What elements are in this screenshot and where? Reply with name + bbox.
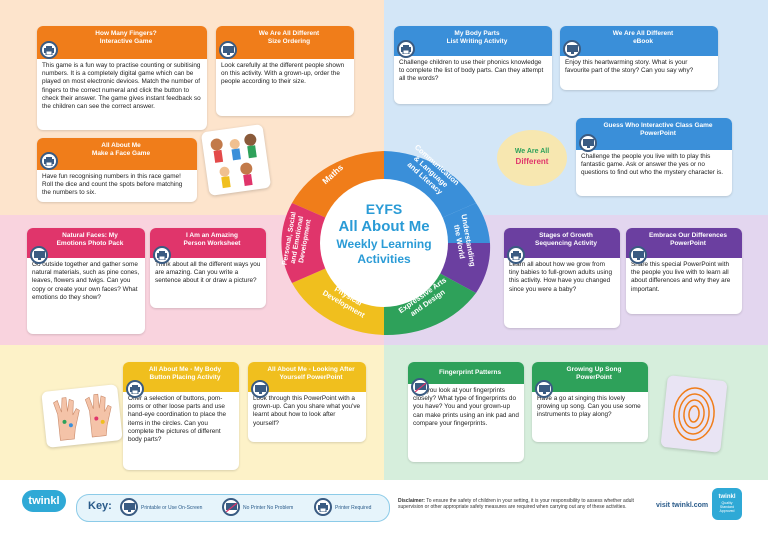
screen-icon [563,40,581,58]
card-title: Fingerprint Patterns [408,362,524,384]
screen-icon [535,380,553,398]
card-fingerprint-patterns[interactable]: Fingerprint Patterns Can you look at you… [408,362,524,462]
card-guess-who[interactable]: Guess Who Interactive Class Game PowerPo… [576,118,732,196]
no-printer-icon [411,378,429,396]
quality-badge-brand: twinkl [718,494,736,500]
no-printer-icon [222,498,240,516]
center-subtitle-1: Weekly Learning [336,237,432,251]
printable-icon [120,498,138,516]
card-title: We Are All Different eBook [560,26,718,56]
card-body: Challenge children to use their phonics … [399,59,544,83]
card-growing-up-song[interactable]: Growing Up Song PowerPoint Have a go at … [532,362,648,442]
printer-icon [314,498,332,516]
card-body: Share this special PowerPoint with the p… [631,261,731,293]
book-cover-thumbnail: We Are All Different [497,130,567,186]
card-body: Think about all the different ways you a… [155,261,261,285]
card-title: How Many Fingers? Interactive Game [37,26,207,59]
card-body: Can you look at your fingerprints closel… [413,387,519,427]
card-natural-faces[interactable]: Natural Faces: My Emotions Photo Pack Go… [27,228,145,334]
book-cover-title-2: Different [515,157,549,166]
card-embrace-differences[interactable]: Embrace Our Differences PowerPoint Share… [626,228,742,314]
body-button-thumbnail [41,384,123,448]
screen-icon [219,41,237,59]
card-looking-after-yourself[interactable]: All About Me - Looking After Yourself Po… [248,362,366,442]
center-title-eyfs: EYFS [365,201,403,217]
card-title: We Are All Different Size Ordering [216,26,354,59]
quality-badge: twinkl Quality Standard Approved [712,488,742,520]
center-subtitle-2: Activities [357,252,411,266]
printer-icon [397,40,415,58]
card-body-parts[interactable]: My Body Parts List Writing Activity Chal… [394,26,552,104]
book-cover-title-1: We Are All [514,148,550,155]
card-body: Enjoy this heartwarming story. What is y… [565,59,694,75]
printer-icon [126,380,144,398]
twinkl-logo[interactable]: twinkl [22,490,66,512]
card-body: Look carefully at the different people s… [221,62,345,86]
card-stages-of-growth[interactable]: Stages of Growth Sequencing Activity Lea… [504,228,620,328]
card-title: All About Me Make a Face Game [37,138,197,170]
quality-badge-text: Quality Standard Approved [719,501,735,513]
center-wheel [281,151,491,336]
card-body: Have a go at singing this lovely growing… [537,395,641,419]
card-body: This game is a fun way to practise count… [42,62,201,111]
card-title: My Body Parts List Writing Activity [394,26,552,56]
card-title: Guess Who Interactive Class Game PowerPo… [576,118,732,150]
worksheet-thumbnail [200,123,272,197]
card-ebook[interactable]: We Are All Different eBook Enjoy this he… [560,26,718,90]
screen-icon [579,134,597,152]
card-size-ordering[interactable]: We Are All Different Size Ordering Look … [216,26,354,116]
card-amazing-person[interactable]: I Am an Amazing Person Worksheet Think a… [150,228,266,308]
key-printable-label: Printable or Use On-Screen [141,505,203,511]
key-no-printer-label: No Printer No Problem [243,505,294,511]
card-body: Look through this PowerPoint with a grow… [253,395,361,427]
disclaimer-label: Disclaimer: [398,498,425,504]
screen-icon [629,246,647,264]
disclaimer: Disclaimer: To ensure the safety of chil… [398,498,648,510]
printer-icon [507,246,525,264]
card-body: Have fun recognising numbers in this rac… [42,173,183,197]
screen-icon [251,380,269,398]
card-body: Learn all about how we grow from tiny ba… [509,261,613,293]
website-link[interactable]: visit twinkl.com [656,502,709,509]
screen-icon [30,246,48,264]
key-printer-required-label: Printer Required [335,505,372,511]
card-button-placing[interactable]: All About Me - My Body Button Placing Ac… [123,362,239,470]
card-body: Go outside together and gather some natu… [32,261,140,301]
fingerprint-thumbnail [660,375,728,453]
printer-icon [153,246,171,264]
card-body: Offer a selection of buttons, pom-poms o… [128,395,227,444]
twinkl-logo-text: twinkl [28,495,60,507]
printer-icon [40,152,58,170]
disclaimer-text: To ensure the safety of children in your… [398,498,634,510]
card-make-a-face[interactable]: All About Me Make a Face Game Have fun r… [37,138,197,202]
key-label: Key: [88,500,112,512]
card-how-many-fingers[interactable]: How Many Fingers? Interactive Game This … [37,26,207,130]
printer-icon [40,41,58,59]
center-title-main: All About Me [338,218,430,235]
card-body: Challenge the people you live with to pl… [581,153,724,177]
